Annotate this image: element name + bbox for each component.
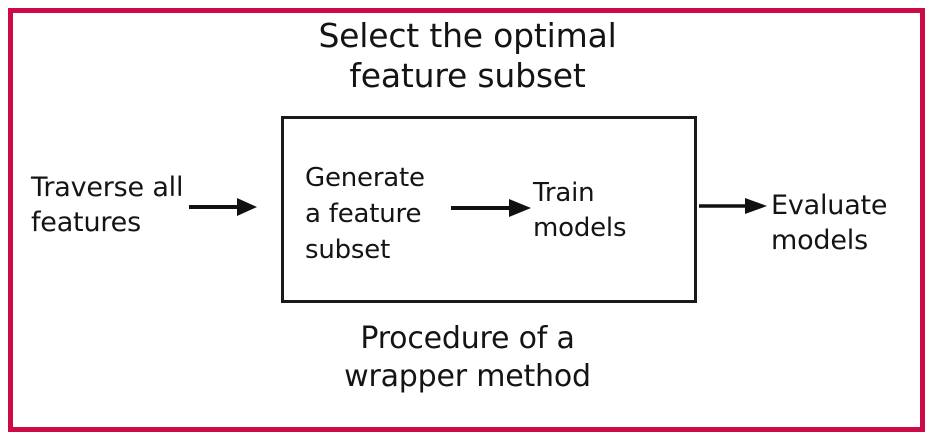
box-step-train-label: Train models	[533, 178, 627, 243]
figure-caption: Procedure of a wrapper method	[344, 321, 591, 394]
arrow-traverse-to-box	[189, 196, 259, 218]
arrow-generate-to-train	[451, 197, 533, 219]
arrow-box-to-evaluate	[699, 195, 769, 217]
figure-title: Select the optimal feature subset	[318, 16, 617, 96]
box-step-generate-label: Generate a feature subset	[305, 163, 425, 265]
flow-output-label: Evaluate models	[771, 190, 888, 256]
flow-input-label: Traverse all features	[31, 172, 184, 238]
